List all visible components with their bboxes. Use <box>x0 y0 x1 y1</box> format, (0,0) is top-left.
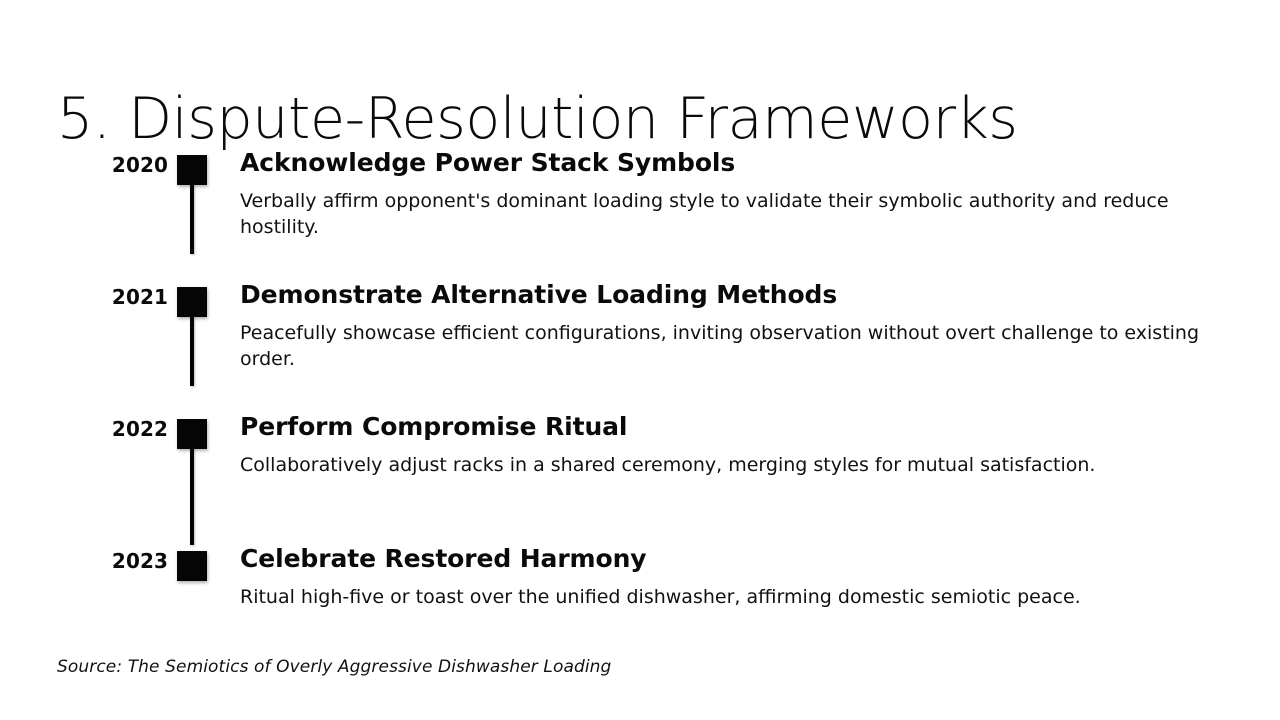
timeline-marker-square-icon <box>177 287 207 317</box>
timeline-item-description: Verbally affirm opponent's dominant load… <box>240 189 1169 238</box>
page-title: 5. Dispute-Resolution Frameworks <box>57 86 1018 153</box>
source-citation: Source: The Semiotics of Overly Aggressi… <box>57 657 612 677</box>
timeline-item: 2022 Perform Compromise Ritual Collabora… <box>0 412 1280 545</box>
timeline-item-heading: Celebrate Restored Harmony <box>240 544 647 573</box>
timeline-item-description: Peacefully showcase efficient configurat… <box>240 321 1200 370</box>
timeline-item-description: Ritual high-five or toast over the unifi… <box>240 585 1081 608</box>
timeline-year-label: 2023 <box>111 549 168 573</box>
timeline-year-label: 2022 <box>111 417 168 441</box>
timeline-item-body: Acknowledge Power Stack Symbols Verbally… <box>240 148 1280 240</box>
timeline-item: 2020 Acknowledge Power Stack Symbols Ver… <box>0 148 1280 254</box>
timeline-item-body: Perform Compromise Ritual Collaborativel… <box>240 412 1280 478</box>
timeline-item-body: Celebrate Restored Harmony Ritual high-f… <box>240 544 1280 610</box>
timeline-item-body: Demonstrate Alternative Loading Methods … <box>240 280 1280 372</box>
timeline-item-heading: Demonstrate Alternative Loading Methods <box>240 280 838 309</box>
timeline-connector-line <box>190 449 194 545</box>
timeline-item-heading: Perform Compromise Ritual <box>240 412 628 441</box>
timeline-year-label: 2021 <box>111 285 168 309</box>
timeline-connector-line <box>190 185 194 254</box>
timeline-item-description: Collaboratively adjust racks in a shared… <box>240 453 1096 476</box>
timeline-marker-square-icon <box>177 419 207 449</box>
timeline-marker-square-icon <box>177 551 207 581</box>
timeline-item: 2023 Celebrate Restored Harmony Ritual h… <box>0 544 1280 610</box>
timeline-item: 2021 Demonstrate Alternative Loading Met… <box>0 280 1280 386</box>
timeline-marker-square-icon <box>177 155 207 185</box>
timeline-item-heading: Acknowledge Power Stack Symbols <box>240 148 736 177</box>
timeline-connector-line <box>190 317 194 386</box>
timeline-year-label: 2020 <box>111 153 168 177</box>
